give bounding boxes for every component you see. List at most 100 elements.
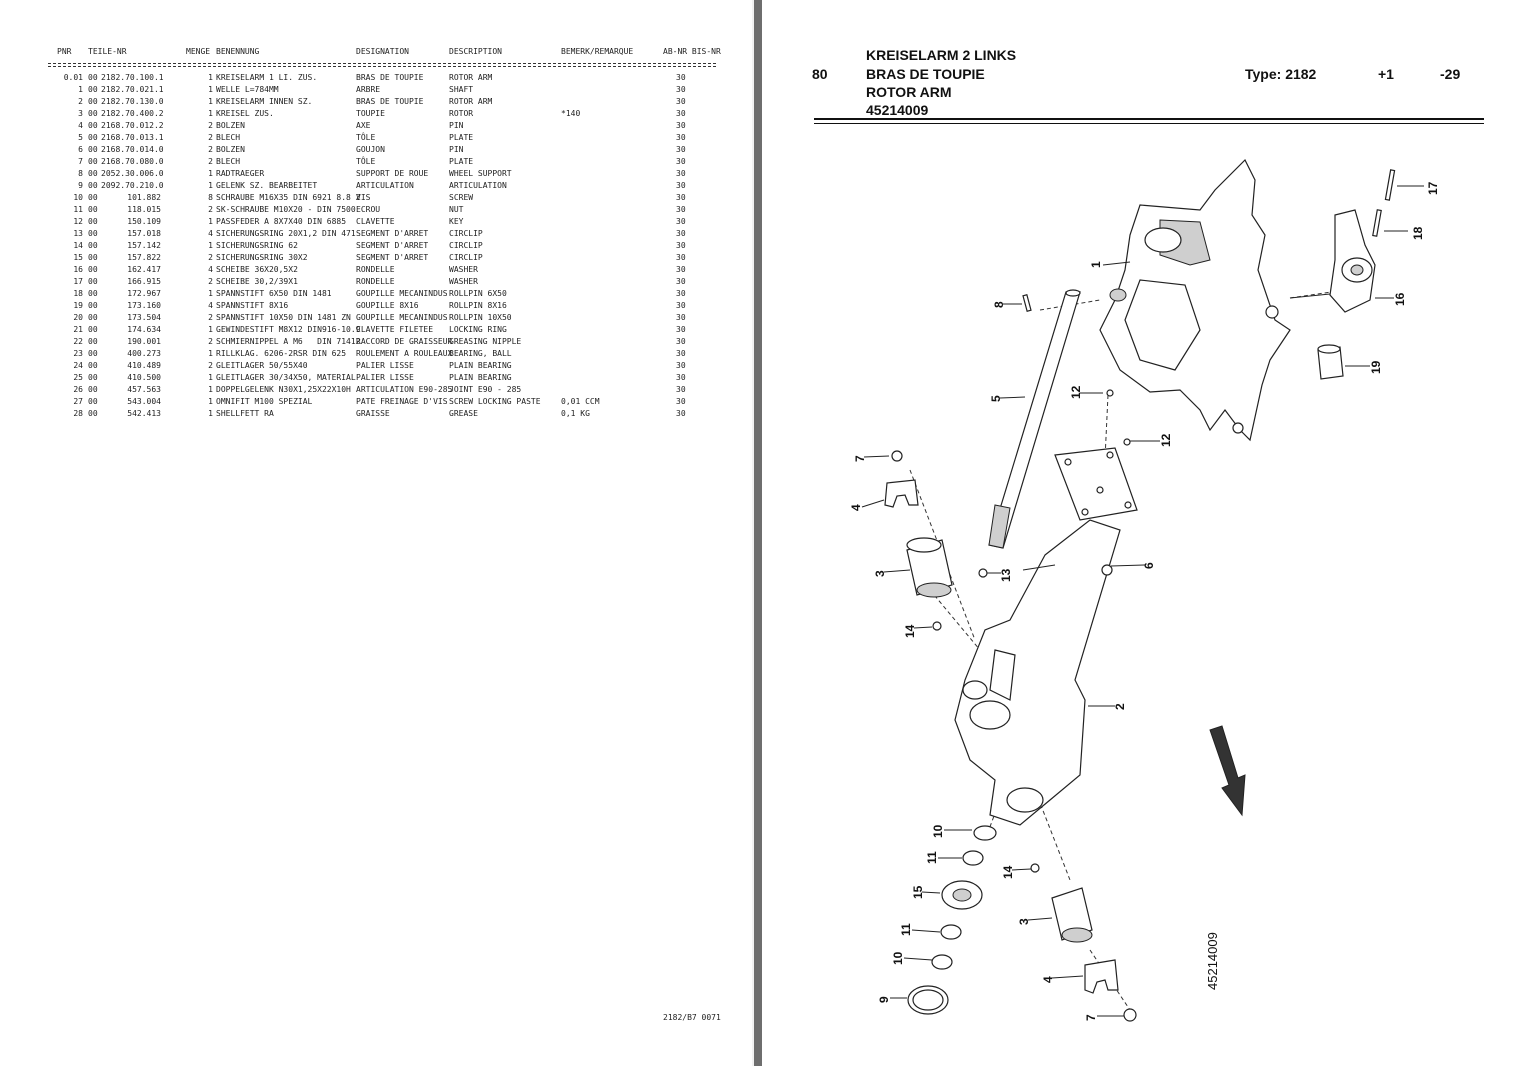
cell-de: BLECH [216,133,241,142]
rotor-housing-part [1099,158,1291,442]
cell-fr: GOUPILLE MECANINDUS [356,289,448,298]
cell-de: DOPPELGELENK N30X1,25X22X10H [216,385,351,394]
callout-label: 12 [1069,385,1083,399]
cell-nr: 101.882 [127,193,161,202]
callout-label: 19 [1369,360,1383,374]
cell-ab: 30 [676,193,686,202]
cell-qty: 1 [208,169,213,178]
cell-ab: 30 [676,229,686,238]
header-ab-bis: AB-NR BIS-NR [663,47,721,56]
cell-fr: CLAVETTE FILETEE [356,325,434,334]
cell-qty: 1 [208,409,213,418]
cell-pnr: 27 [73,397,83,406]
circlip-10-upper [973,825,997,841]
cell-en: WASHER [449,265,478,274]
cell-nr: 457.563 [127,385,161,394]
cell-en: PLATE [449,133,474,142]
assembly-line [929,589,981,651]
callout-label: 11 [899,923,913,936]
callout-label: 14 [1001,865,1015,879]
cell-pnr: 11 [73,205,83,214]
cell-de: GLEITLAGER 50/55X40 [216,361,308,370]
cell-pnr: 8 [78,169,83,178]
cell-pre: 00 [88,73,98,82]
direction-arrow-icon [1209,725,1246,817]
screw-12-upper [1106,389,1114,397]
cell-pre: 00 [88,145,98,154]
cell-nr: 400.273 [127,349,161,358]
cell-ab: 30 [676,97,686,106]
cell-de: RILLKLAG. 6206-2RSR DIN 625 [216,349,347,358]
cell-pnr: 20 [73,313,83,322]
cell-pnr: 15 [73,253,83,262]
callout-label: 2 [1113,703,1127,710]
cell-fr: GOUPILLE MECANINDUS [356,313,448,322]
cell-en: CIRCLIP [449,241,483,250]
title-german: KREISELARM 2 LINKS [866,47,1017,63]
rotor-arm-part [954,519,1121,826]
cell-fr: PALIER LISSE [356,373,414,382]
cell-en: KEY [449,217,464,226]
cell-nr: 166.915 [127,277,161,286]
cell-rem: *140 [561,109,581,118]
cell-ab: 30 [676,181,686,190]
cell-nr: 173.160 [127,301,161,310]
document-code: 2182/B7 0071 [663,1013,721,1022]
cell-nr: 2168.70.013.1 [101,133,164,142]
pin-6 [1101,564,1113,576]
washer-11-lower [940,924,962,940]
callout-label: 9 [877,996,891,1003]
cell-de: KREISELARM INNEN SZ. [216,97,313,106]
mounting-plate-part [1054,447,1138,521]
cell-pre: 00 [88,265,98,274]
cell-qty: 1 [208,241,213,250]
cell-nr: 410.489 [127,361,161,370]
key-8 [1022,294,1032,312]
cell-pnr: 24 [73,361,83,370]
cell-de: SICHERUNGSRING 62 [216,241,298,250]
cell-pnr: 18 [73,289,83,298]
cell-rem: 0,01 CCM [561,397,600,406]
cell-qty: 1 [208,181,213,190]
serial-from: +1 [1378,66,1394,82]
cell-de: SPANNSTIFT 10X50 DIN 1481 ZN [216,313,351,322]
cell-ab: 30 [676,109,686,118]
cell-nr: 157.142 [127,241,161,250]
cell-en: CIRCLIP [449,253,483,262]
cell-nr: 2182.70.130.0 [101,97,164,106]
cell-en: ROTOR ARM [449,97,493,106]
cell-pre: 00 [88,409,98,418]
cell-en: GREASE [449,409,478,418]
cell-de: BOLZEN [216,121,245,130]
cell-en: BEARING, BALL [449,349,512,358]
cell-pre: 00 [88,313,98,322]
cell-qty: 2 [208,145,213,154]
cell-en: CIRCLIP [449,229,483,238]
cell-de: KREISEL ZUS. [216,109,274,118]
cell-en: PLATE [449,157,474,166]
cell-de: SCHEIBE 30,2/39X1 [216,277,298,286]
cell-pre: 00 [88,97,98,106]
cell-pnr: 3 [78,109,83,118]
callout-label: 8 [992,301,1006,308]
cell-fr: AXE [356,121,371,130]
page-number: 80 [812,66,828,82]
cell-pre: 00 [88,133,98,142]
cell-pre: 00 [88,289,98,298]
cell-nr: 2168.70.014.0 [101,145,164,154]
cell-fr: BRAS DE TOUPIE [356,73,424,82]
header-bemerk: BEMERK/REMARQUE [561,47,634,56]
header-rule-2 [48,66,716,67]
cell-de: SCHRAUBE M16X35 DIN 6921 8.8 Z [216,193,361,202]
header-rule [48,63,716,64]
cell-qty: 1 [208,217,213,226]
cell-de: KREISELARM 1 LI. ZUS. [216,73,318,82]
cell-ab: 30 [676,145,686,154]
cell-nr: 118.015 [127,205,161,214]
cell-pre: 00 [88,229,98,238]
